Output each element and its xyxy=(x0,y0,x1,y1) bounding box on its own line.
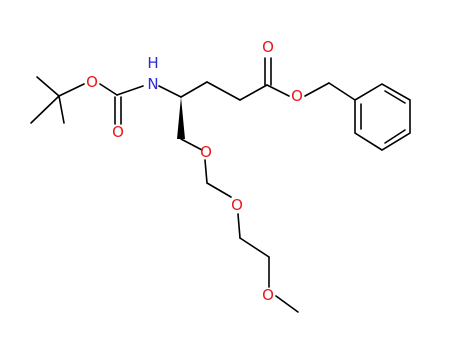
atom-oxygen-boc-carbonyl: O xyxy=(112,123,124,141)
bond-ch2-oxygen-2 xyxy=(206,182,232,198)
bond-oxygen-3-methyl xyxy=(275,295,299,313)
bond-tbu-oxygen xyxy=(58,83,85,97)
bond-ester-oxygen xyxy=(266,84,290,97)
bond-benzylic-ring xyxy=(328,82,356,101)
bond-chain-3 xyxy=(239,84,268,101)
bond-ch2-oxygen-1 xyxy=(180,138,203,151)
bond-tbu-methyl-2 xyxy=(30,95,60,124)
bond-stereo-wedge xyxy=(177,97,185,139)
atom-oxygen-ester-benzyl: O xyxy=(291,87,303,105)
atom-oxygen-methoxy: O xyxy=(262,286,274,304)
bond-chain-1 xyxy=(180,81,208,98)
bond-ethylene xyxy=(239,237,270,258)
bond-o-carbonyl-carbon xyxy=(99,83,118,96)
atom-oxygen-ether-2: O xyxy=(231,196,243,214)
atom-oxygen-boc-ester: O xyxy=(86,73,98,91)
bond-chain-2 xyxy=(206,81,241,101)
bond-carbonyl-nitrogen xyxy=(116,85,144,96)
benzene-inner-bond-3 xyxy=(384,90,406,104)
benzene-inner-bond-2 xyxy=(384,129,406,144)
bond-oxygen-benzylic xyxy=(304,82,330,97)
bond-oxygen-2-ch2 xyxy=(237,213,241,239)
bond-tbu-methyl-1 xyxy=(36,76,60,97)
atom-hydrogen: H xyxy=(147,54,158,72)
bond-nitrogen-stereocenter xyxy=(158,85,182,98)
bond-tbu-methyl-3 xyxy=(58,95,65,124)
atom-oxygen-ether-1: O xyxy=(200,143,212,161)
atom-oxygen-ester-carbonyl: O xyxy=(262,38,274,56)
bond-oxygen-1-ch2 xyxy=(204,159,208,184)
atom-nitrogen: N xyxy=(147,75,158,93)
benzene-ring xyxy=(354,83,411,151)
